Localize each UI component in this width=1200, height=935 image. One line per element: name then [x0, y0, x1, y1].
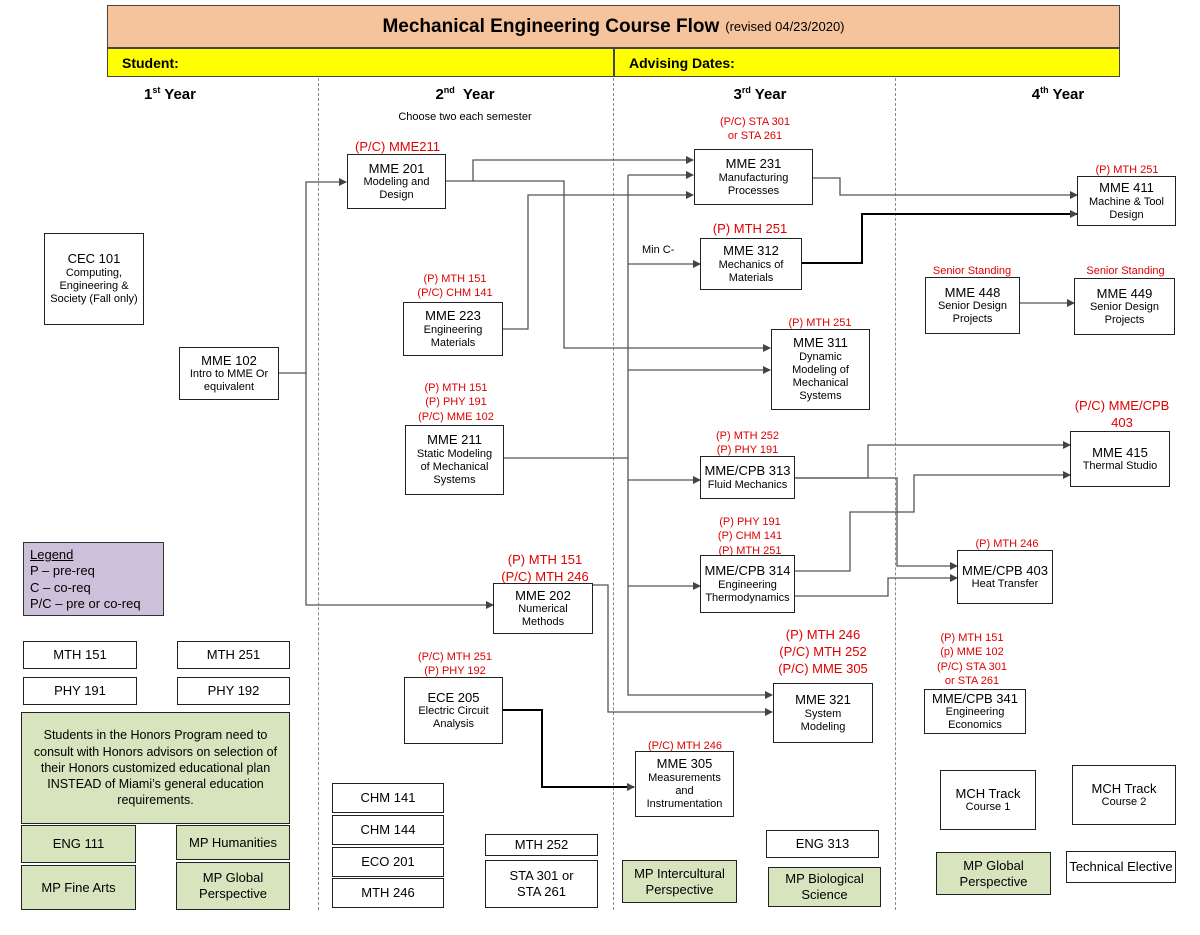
legend-title: Legend: [30, 547, 74, 562]
page-title: Mechanical Engineering Course Flow: [382, 15, 720, 37]
column-divider: [613, 78, 614, 910]
year-3-heading: 3rd Year: [733, 85, 787, 103]
course-mme313[interactable]: MME/CPB 313 Fluid Mechanics: [700, 456, 795, 499]
course-eco201[interactable]: ECO 201: [332, 847, 444, 877]
req-ece205: (P/C) MTH 251(P) PHY 192: [418, 651, 492, 678]
advising-label: Advising Dates:: [629, 55, 735, 71]
course-cec101[interactable]: CEC 101 Computing, Engineering & Society…: [44, 233, 144, 325]
req-mme211: (P) MTH 151(P) PHY 191(P/C) MME 102: [418, 382, 494, 423]
course-eng111[interactable]: ENG 111: [21, 825, 136, 863]
course-mth151[interactable]: MTH 151: [23, 641, 137, 669]
course-mth246[interactable]: MTH 246: [332, 878, 444, 908]
req-mme223: (P) MTH 151(P/C) CHM 141: [417, 273, 493, 300]
column-divider: [895, 78, 896, 910]
course-mme314[interactable]: MME/CPB 314 Engineering Thermodynamics: [700, 555, 795, 613]
course-mme311[interactable]: MME 311 Dynamic Modeling of Mechanical S…: [771, 329, 870, 410]
column-divider: [318, 78, 319, 910]
course-mme223[interactable]: MME 223 Engineering Materials: [403, 302, 503, 356]
mp-global-perspective-2[interactable]: MP Global Perspective: [936, 852, 1051, 895]
technical-elective[interactable]: Technical Elective: [1066, 851, 1176, 883]
req-mme201: (P/C) MME211: [355, 139, 440, 154]
course-mme312[interactable]: MME 312 Mechanics of Materials: [700, 238, 802, 290]
honors-note: Students in the Honors Program need to c…: [21, 712, 290, 824]
course-mme321[interactable]: MME 321 System Modeling: [773, 683, 873, 743]
req-mme311: (P) MTH 251: [788, 317, 852, 329]
mp-biological-science[interactable]: MP Biological Science: [768, 867, 881, 907]
course-ece205[interactable]: ECE 205 Electric Circuit Analysis: [404, 677, 503, 744]
advising-bar: Advising Dates:: [614, 48, 1120, 77]
req-mme313: (P) MTH 252(P) PHY 191: [716, 430, 779, 457]
course-mme449[interactable]: MME 449 Senior Design Projects: [1074, 278, 1175, 335]
mch-track-course-2[interactable]: MCH Track Course 2: [1072, 765, 1176, 825]
req-mme448: Senior Standing: [932, 265, 1012, 277]
course-chm144[interactable]: CHM 144: [332, 815, 444, 845]
course-mme102[interactable]: MME 102 Intro to MME Or equivalent: [179, 347, 279, 400]
mp-global-perspective[interactable]: MP Global Perspective: [176, 862, 290, 910]
course-eng313[interactable]: ENG 313: [766, 830, 879, 858]
year-4-heading: 4th Year: [1031, 85, 1085, 103]
course-phy191[interactable]: PHY 191: [23, 677, 137, 705]
course-mth252[interactable]: MTH 252: [485, 834, 598, 856]
choose-two-note: Choose two each semester: [398, 111, 532, 123]
title-bar: Mechanical Engineering Course Flow (revi…: [107, 5, 1120, 48]
course-mme341[interactable]: MME/CPB 341 Engineering Economics: [924, 689, 1026, 734]
legend-item: P – pre-req: [30, 563, 95, 579]
legend: Legend P – pre-req C – co-req P/C – pre …: [23, 542, 164, 616]
course-mme201[interactable]: MME 201 Modeling and Design: [347, 154, 446, 209]
course-chm141[interactable]: CHM 141: [332, 783, 444, 813]
req-mme314: (P) PHY 191(P) CHM 141(P) MTH 251: [717, 516, 783, 557]
req-mme449: Senior Standing: [1086, 265, 1165, 277]
mp-intercultural-perspective[interactable]: MP Intercultural Perspective: [622, 860, 737, 903]
mp-fine-arts[interactable]: MP Fine Arts: [21, 865, 136, 910]
req-mme321: (P) MTH 246(P/C) MTH 252(P/C) MME 305: [778, 627, 868, 676]
course-mme403[interactable]: MME/CPB 403 Heat Transfer: [957, 550, 1053, 604]
min-c-note: Min C-: [642, 244, 675, 256]
course-sta301[interactable]: STA 301 or STA 261: [485, 860, 598, 908]
course-mme415[interactable]: MME 415 Thermal Studio: [1070, 431, 1170, 487]
course-mme305[interactable]: MME 305 Measurements and Instrumentation: [635, 751, 734, 817]
course-mme411[interactable]: MME 411 Machine & Tool Design: [1077, 176, 1176, 226]
req-mme411: (P) MTH 251: [1095, 164, 1159, 176]
mch-track-course-1[interactable]: MCH Track Course 1: [940, 770, 1036, 830]
course-mme211[interactable]: MME 211 Static Modeling of Mechanical Sy…: [405, 425, 504, 495]
req-mme403: (P) MTH 246: [975, 538, 1039, 550]
legend-item: P/C – pre or co-req: [30, 595, 141, 611]
req-mme312: (P) MTH 251: [712, 221, 788, 236]
course-mth251[interactable]: MTH 251: [177, 641, 290, 669]
req-mme305: (P/C) MTH 246: [648, 740, 722, 752]
legend-item: C – co-req: [30, 579, 91, 595]
mp-humanities[interactable]: MP Humanities: [176, 825, 290, 860]
revised-date: (revised 04/23/2020): [725, 19, 845, 34]
course-mme448[interactable]: MME 448 Senior Design Projects: [925, 277, 1020, 334]
course-mme202[interactable]: MME 202 Numerical Methods: [493, 583, 593, 634]
year-1-heading: 1st Year: [144, 85, 196, 103]
student-label: Student:: [122, 55, 179, 71]
req-mme202: (P) MTH 151(P/C) MTH 246: [501, 552, 589, 584]
student-bar: Student:: [107, 48, 614, 77]
course-mme231[interactable]: MME 231 Manufacturing Processes: [694, 149, 813, 205]
year-2-heading: 2nd Year: [435, 85, 495, 103]
course-phy192[interactable]: PHY 192: [177, 677, 290, 705]
